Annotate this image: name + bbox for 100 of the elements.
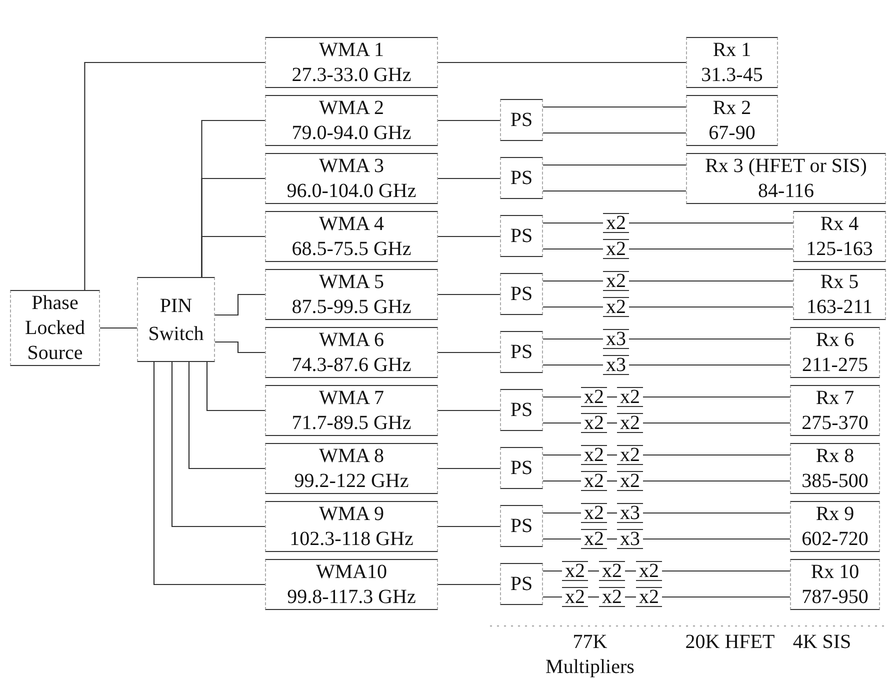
node-label: WMA 1 <box>319 38 384 62</box>
node-label: 27.3-33.0 GHz <box>292 62 412 88</box>
column-heading: 20K HFET <box>684 630 776 655</box>
multiplier-label: x3 <box>620 504 640 522</box>
receiver-box <box>790 443 880 494</box>
connector-line <box>629 364 790 366</box>
multiplier-label: x2 <box>606 214 626 232</box>
amplifier-box <box>265 269 438 320</box>
node-label: Rx 8 <box>816 444 854 468</box>
splitter-box <box>500 447 543 489</box>
connector-line <box>438 178 500 180</box>
receiver-box <box>790 501 880 552</box>
amplifier-box <box>265 443 438 494</box>
node-label: 67-90 <box>708 120 756 146</box>
connector-line <box>543 132 686 134</box>
node-label: Rx 7 <box>816 386 854 410</box>
connector-line <box>607 538 617 540</box>
connector-line <box>543 106 686 108</box>
connector-line <box>543 570 562 572</box>
node-label: WMA 5 <box>319 270 384 294</box>
connector-line <box>438 468 500 470</box>
multiplier-label: x2 <box>584 504 604 522</box>
node-label: 31.3-45 <box>701 62 763 88</box>
multiplier-label: x2 <box>639 562 659 580</box>
amplifier-box <box>265 559 438 610</box>
node-label: Rx 10 <box>810 560 860 584</box>
node-label: 275-370 <box>802 410 868 436</box>
connector-line <box>100 327 137 329</box>
node-label: 211-275 <box>802 352 868 378</box>
connector-line <box>201 236 265 277</box>
node-label: WMA10 <box>316 560 388 584</box>
multiplier-label: x3 <box>606 356 626 374</box>
node-label: Rx 5 <box>820 270 859 294</box>
connector-line <box>588 596 599 598</box>
node-label: Rx 6 <box>816 328 854 352</box>
amplifier-box <box>265 37 438 88</box>
node-label: WMA 7 <box>319 386 384 410</box>
connector-line <box>607 512 617 514</box>
node-label: PS <box>510 398 533 422</box>
node-label: Rx 2 <box>712 96 752 120</box>
node-label: 99.2-122 GHz <box>294 468 409 494</box>
amplifier-box <box>265 385 438 436</box>
node-label: 84-116 <box>758 178 814 204</box>
connector-line <box>643 422 790 424</box>
splitter-box <box>500 563 543 605</box>
connector-line <box>607 480 617 482</box>
connector-line <box>629 222 793 224</box>
node-label: 385-500 <box>802 468 868 494</box>
connector-line <box>438 62 686 64</box>
splitter-box <box>500 99 543 141</box>
node-label: 96.0-104.0 GHz <box>286 178 416 204</box>
connector-line <box>543 422 581 424</box>
node-label: WMA 3 <box>319 154 384 178</box>
node-label: 102.3-118 GHz <box>290 526 414 552</box>
node-label: 99.8-117.3 GHz <box>287 584 416 610</box>
multiplier-label: x2 <box>606 298 626 316</box>
connector-line <box>607 454 617 456</box>
multiplier-label: x2 <box>584 530 604 548</box>
receiver-box <box>686 95 778 146</box>
node-label: Rx 1 <box>712 38 752 62</box>
connector-line <box>543 454 581 456</box>
splitter-box <box>500 505 543 547</box>
amplifier-box <box>265 95 438 146</box>
switch-box <box>137 277 215 362</box>
column-heading: 77K Multipliers <box>544 630 636 679</box>
splitter-box <box>500 215 543 257</box>
node-label: PS <box>510 514 533 538</box>
connector-line <box>215 341 265 354</box>
node-label: PS <box>510 572 533 596</box>
multiplier-label: x2 <box>565 588 585 606</box>
node-label: PS <box>510 224 533 248</box>
connector-line <box>438 584 500 586</box>
connector-line <box>153 362 265 586</box>
receiver-box <box>790 327 880 378</box>
connector-line <box>629 338 790 340</box>
receiver-box <box>793 211 886 262</box>
connector-line <box>543 596 562 598</box>
connector-line <box>188 362 265 470</box>
splitter-box <box>500 389 543 431</box>
node-label: PS <box>510 456 533 480</box>
multiplier-label: x2 <box>584 446 604 464</box>
connector-line <box>662 596 790 598</box>
node-label: 79.0-94.0 GHz <box>292 120 412 146</box>
node-label: Rx 4 <box>820 212 859 236</box>
connector-line <box>643 538 790 540</box>
connector-line <box>438 526 500 528</box>
connector-line <box>643 512 790 514</box>
amplifier-box <box>265 153 438 204</box>
connector-line <box>607 422 617 424</box>
multiplier-label: x2 <box>584 414 604 432</box>
node-label: WMA 9 <box>319 502 384 526</box>
amplifier-box <box>265 327 438 378</box>
multiplier-label: x2 <box>584 472 604 490</box>
node-label: WMA 8 <box>319 444 384 468</box>
receiver-box <box>790 385 880 436</box>
node-label: PIN Switch <box>147 294 205 346</box>
multiplier-label: x3 <box>606 330 626 348</box>
connector-line <box>543 538 581 540</box>
connector-line <box>206 362 265 412</box>
splitter-box <box>500 331 543 373</box>
